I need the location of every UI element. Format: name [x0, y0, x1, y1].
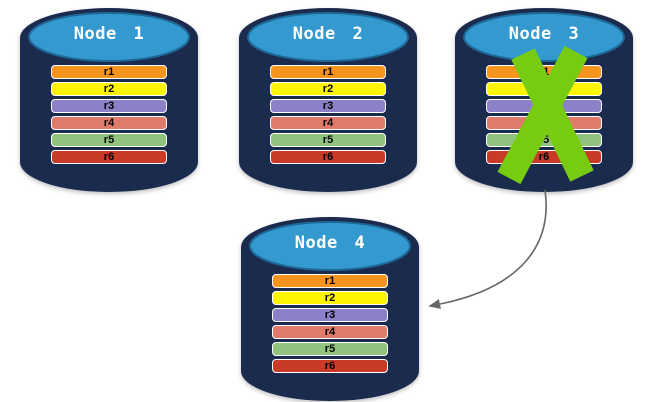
- record-r4: r4: [272, 325, 388, 339]
- record-r2: r2: [270, 82, 386, 96]
- node-title: Node 3: [508, 24, 580, 44]
- record-label: r3: [538, 99, 550, 112]
- node-4: Node 4 r1 r2 r3 r4 r5 r6: [241, 217, 419, 401]
- node-title: Node 1: [73, 24, 145, 44]
- record-list: r1 r2 r3 r4 r5 r6: [486, 65, 602, 164]
- record-label: r1: [324, 274, 336, 287]
- record-label: r1: [103, 65, 115, 78]
- record-r4: r4: [270, 116, 386, 130]
- record-label: r2: [103, 82, 115, 95]
- record-label: r4: [538, 116, 550, 129]
- record-r5: r5: [486, 133, 602, 147]
- record-r5: r5: [270, 133, 386, 147]
- record-label: r2: [324, 291, 336, 304]
- record-r5: r5: [272, 342, 388, 356]
- record-r3: r3: [270, 99, 386, 113]
- record-list: r1 r2 r3 r4 r5 r6: [270, 65, 386, 164]
- record-label: r3: [322, 99, 334, 112]
- record-label: r5: [324, 342, 336, 355]
- record-r3: r3: [272, 308, 388, 322]
- record-label: r5: [322, 133, 334, 146]
- node-title: Node 2: [292, 24, 364, 44]
- record-r3: r3: [51, 99, 167, 113]
- node-title: Node 4: [294, 233, 366, 253]
- record-r4: r4: [486, 116, 602, 130]
- record-label: r5: [103, 133, 115, 146]
- record-label: r6: [322, 150, 334, 163]
- record-label: r6: [538, 150, 550, 163]
- record-r3: r3: [486, 99, 602, 113]
- record-r2: r2: [486, 82, 602, 96]
- cylinder-top-face: [247, 12, 409, 62]
- record-label: r2: [538, 82, 550, 95]
- cylinder-top-face: [249, 221, 411, 271]
- record-label: r1: [538, 65, 550, 78]
- cylinder-top-face: [28, 12, 190, 62]
- record-r1: r1: [270, 65, 386, 79]
- arrow-curve: [428, 189, 547, 309]
- node-1: Node 1 r1 r2 r3 r4 r5 r6: [20, 8, 198, 192]
- record-r1: r1: [51, 65, 167, 79]
- record-list: r1 r2 r3 r4 r5 r6: [51, 65, 167, 164]
- record-label: r4: [103, 116, 115, 129]
- record-r6: r6: [486, 150, 602, 164]
- record-r6: r6: [270, 150, 386, 164]
- record-r1: r1: [272, 274, 388, 288]
- record-label: r3: [324, 308, 336, 321]
- record-r5: r5: [51, 133, 167, 147]
- record-label: r4: [322, 116, 334, 129]
- record-label: r1: [322, 65, 334, 78]
- node-2: Node 2 r1 r2 r3 r4 r5 r6: [239, 8, 417, 192]
- record-r6: r6: [272, 359, 388, 373]
- record-label: r6: [324, 359, 336, 372]
- record-r4: r4: [51, 116, 167, 130]
- record-label: r3: [103, 99, 115, 112]
- record-label: r2: [322, 82, 334, 95]
- record-r2: r2: [51, 82, 167, 96]
- record-r1: r1: [486, 65, 602, 79]
- record-r2: r2: [272, 291, 388, 305]
- record-label: r5: [538, 133, 550, 146]
- record-r6: r6: [51, 150, 167, 164]
- node-3: Node 3 r1 r2 r3 r4 r5 r6: [455, 8, 633, 192]
- record-label: r4: [324, 325, 336, 338]
- record-list: r1 r2 r3 r4 r5 r6: [272, 274, 388, 373]
- record-label: r6: [103, 150, 115, 163]
